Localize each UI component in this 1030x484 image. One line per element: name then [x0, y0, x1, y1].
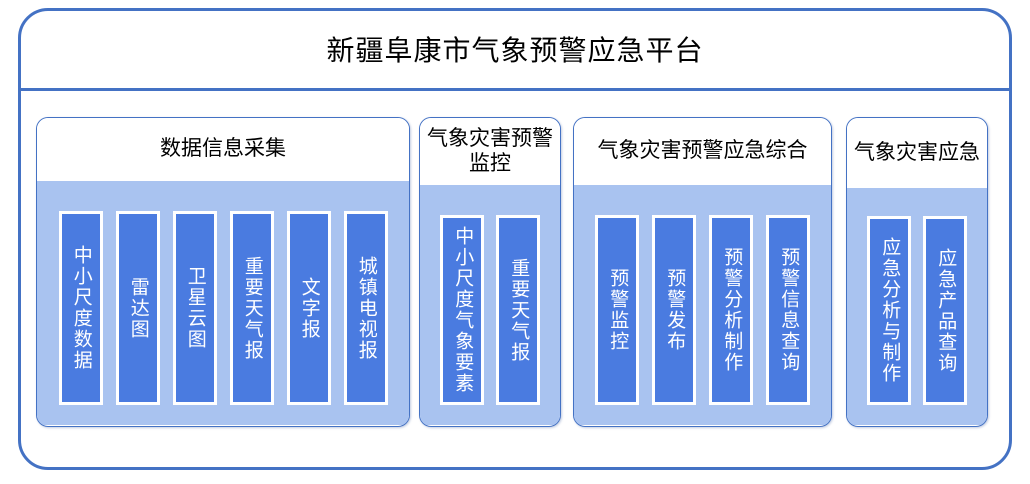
module-label: 雷达图	[127, 276, 149, 340]
panel-body: 预警监控 预警发布 预警分析制作 预警信息查询	[574, 185, 831, 425]
module-label: 中小尺度气象要素	[452, 226, 474, 394]
panel-header: 气象灾害预警应急综合	[574, 118, 831, 185]
module-label: 预警发布	[664, 268, 686, 352]
module-label: 预警信息查询	[778, 247, 800, 373]
module-label: 预警分析制作	[721, 247, 743, 373]
module-bar[interactable]: 雷达图	[115, 211, 160, 405]
module-bar[interactable]: 预警分析制作	[709, 215, 753, 405]
panel-body: 中小尺度气象要素 重要天气报	[420, 185, 560, 425]
module-label: 城镇电视报	[355, 255, 377, 361]
module-bar[interactable]: 预警监控	[595, 215, 639, 405]
module-bar[interactable]: 预警发布	[652, 215, 696, 405]
module-bar[interactable]: 重要天气报	[496, 215, 540, 405]
panel-warning-emergency-integrated[interactable]: 气象灾害预警应急综合 预警监控 预警发布 预警分析制作 预警信息查询	[573, 117, 832, 427]
module-bar[interactable]: 应急产品查询	[923, 216, 967, 405]
page-title: 新疆阜康市气象预警应急平台	[326, 35, 704, 66]
title-divider	[21, 88, 1009, 91]
module-bar[interactable]: 中小尺度气象要素	[440, 215, 484, 405]
module-label: 应急产品查询	[935, 247, 957, 374]
platform-title-bar: 新疆阜康市气象预警应急平台	[18, 8, 1012, 90]
panel-disaster-warning-monitoring[interactable]: 气象灾害预警监控 中小尺度气象要素 重要天气报	[419, 117, 561, 427]
panel-disaster-emergency[interactable]: 气象灾害应急 应急分析与制作 应急产品查询	[846, 117, 988, 427]
module-bar[interactable]: 应急分析与制作	[867, 216, 911, 405]
module-label: 文字报	[298, 276, 320, 340]
panel-header: 数据信息采集	[37, 118, 409, 181]
module-label: 应急分析与制作	[879, 237, 901, 384]
module-label: 中小尺度数据	[70, 245, 92, 371]
panel-body: 应急分析与制作 应急产品查询	[847, 188, 987, 425]
module-label: 卫星云图	[184, 266, 206, 350]
module-bar[interactable]: 重要天气报	[229, 211, 274, 405]
panel-body: 中小尺度数据 雷达图 卫星云图 重要天气报 文字报 城镇电视报	[37, 181, 409, 425]
module-label: 重要天气报	[508, 257, 530, 363]
module-label: 重要天气报	[241, 255, 263, 361]
module-label: 预警监控	[607, 268, 629, 352]
module-bar[interactable]: 预警信息查询	[766, 215, 810, 405]
panel-header: 气象灾害应急	[847, 118, 987, 188]
panel-data-collection[interactable]: 数据信息采集 中小尺度数据 雷达图 卫星云图 重要天气报 文字报 城镇电视报	[36, 117, 410, 427]
panel-title: 气象灾害预警应急综合	[597, 139, 808, 163]
panel-header: 气象灾害预警监控	[420, 118, 560, 185]
panel-title: 气象灾害应急	[854, 140, 980, 164]
module-bar[interactable]: 卫星云图	[172, 211, 217, 405]
panel-title: 数据信息采集	[160, 137, 286, 161]
module-bar[interactable]: 中小尺度数据	[58, 211, 103, 405]
module-bar[interactable]: 文字报	[286, 211, 331, 405]
panel-title: 气象灾害预警监控	[427, 126, 553, 175]
module-bar[interactable]: 城镇电视报	[343, 211, 388, 405]
